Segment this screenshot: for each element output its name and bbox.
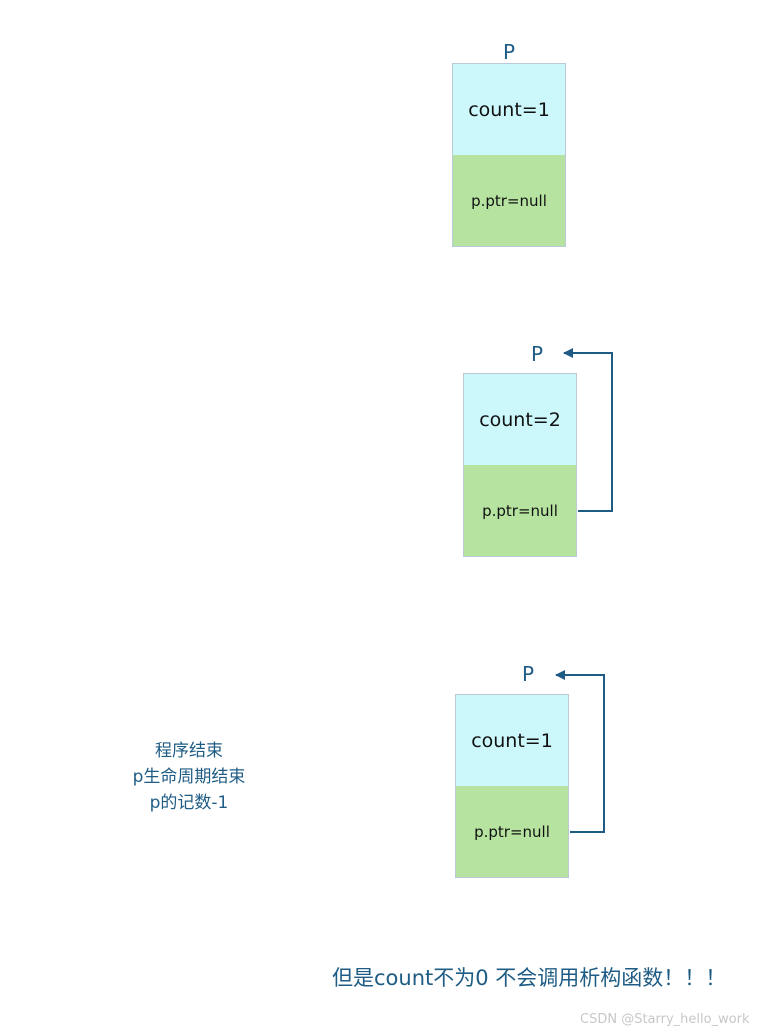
memory-block-2: count=2 p.ptr=null [463,373,577,557]
p-label-1: P [503,40,516,64]
self-reference-arrow-2 [563,348,613,512]
ptr-cell-2: p.ptr=null [463,465,577,557]
p-label-3: P [522,662,535,686]
conclusion-text: 但是count不为0 不会调用析构函数！！！ [332,966,727,990]
note-line-3: p的记数-1 [149,793,229,813]
memory-block-3: count=1 p.ptr=null [455,694,569,878]
count-cell-1: count=1 [452,63,566,155]
ptr-cell-3: p.ptr=null [455,786,569,878]
lifecycle-note: 程序结束 p生命周期结束 p的记数-1 [110,738,268,816]
note-line-2: p生命周期结束 [132,767,246,787]
self-reference-arrow-3 [555,670,605,833]
count-cell-3: count=1 [455,694,569,786]
note-line-1: 程序结束 [155,741,223,761]
p-label-2: P [531,342,544,366]
ptr-cell-1: p.ptr=null [452,155,566,247]
memory-block-1: count=1 p.ptr=null [452,63,566,247]
watermark: CSDN @Starry_hello_work [580,1012,750,1027]
count-cell-2: count=2 [463,373,577,465]
